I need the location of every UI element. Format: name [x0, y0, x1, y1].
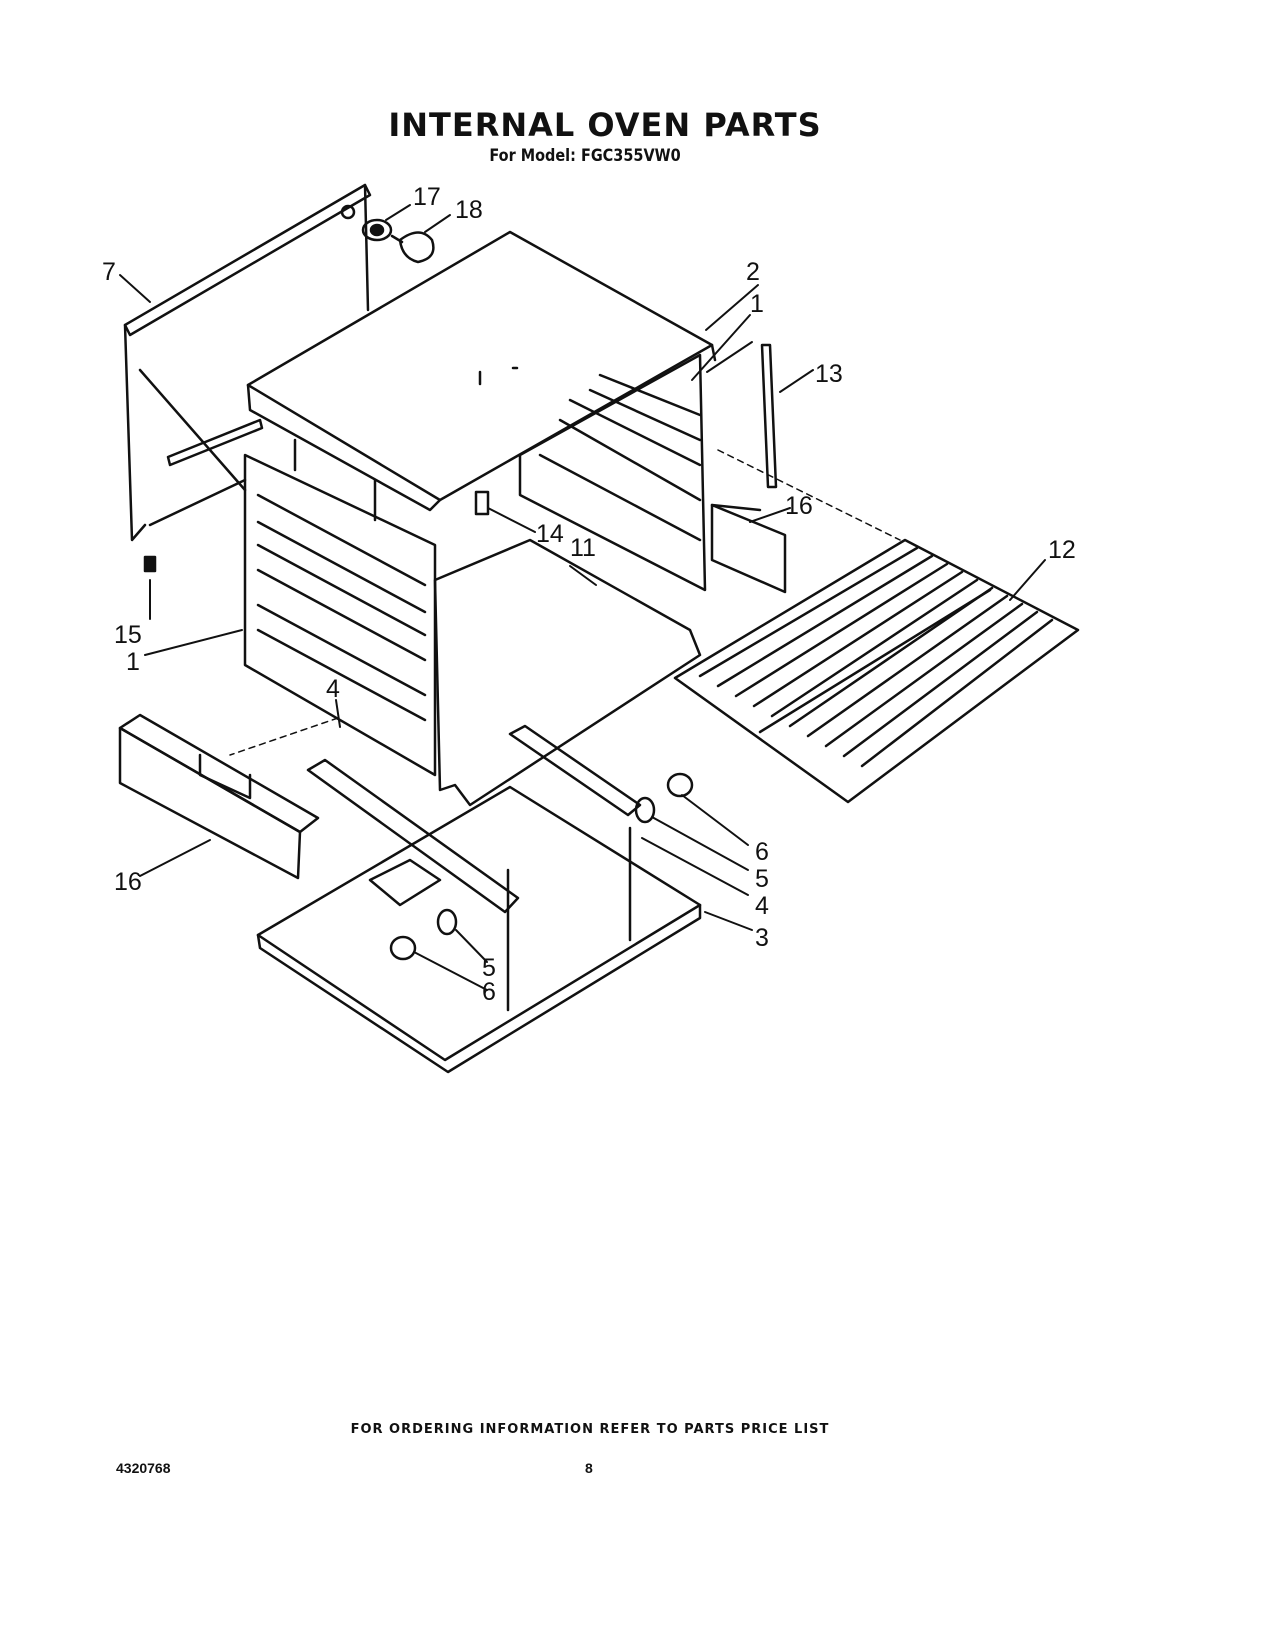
callout-16-lower: 16	[114, 868, 142, 896]
slide-rail-part-4	[306, 724, 642, 914]
trim-left-part-16	[118, 713, 320, 880]
lamp-bulb-part-18	[390, 231, 435, 264]
callout-2: 2	[746, 258, 760, 286]
page-number: 8	[585, 1460, 593, 1476]
callout-5-lower: 5	[482, 954, 496, 982]
callout-15: 15	[114, 621, 142, 649]
oven-rack-part-12	[673, 538, 1080, 804]
document-number: 4320768	[116, 1460, 171, 1476]
callout-6-upper: 6	[755, 838, 769, 866]
callout-11: 11	[570, 534, 596, 562]
oven-liner-part-2	[246, 230, 717, 512]
callout-labels: 17 18 7 2 1 13 16 14 11 12 15 1 4 6 5 4 …	[102, 183, 1076, 1006]
callout-12: 12	[1048, 536, 1076, 564]
rack-support-part-13	[760, 343, 778, 489]
knob-part-6	[389, 772, 694, 961]
model-subtitle: For Model: FGC355VW0	[489, 146, 681, 166]
bushing-part-5	[436, 796, 656, 936]
callout-13: 13	[815, 360, 843, 388]
screw-part-15	[143, 555, 157, 573]
callout-6-lower: 6	[482, 978, 496, 1006]
callout-14: 14	[536, 520, 564, 548]
callout-17: 17	[413, 183, 441, 211]
lamp-socket-part-17	[361, 218, 393, 242]
back-panel-part-7	[123, 183, 372, 542]
alignment-lines	[229, 449, 901, 756]
callout-1-upper: 1	[750, 290, 764, 318]
callout-18: 18	[455, 196, 483, 224]
callout-5-upper: 5	[755, 865, 769, 893]
ordering-info-note: FOR ORDERING INFORMATION REFER TO PARTS …	[350, 1422, 830, 1437]
callout-16-upper: 16	[785, 492, 813, 520]
page-title: INTERNAL OVEN PARTS	[388, 106, 822, 144]
callout-1-lower: 1	[126, 648, 140, 676]
callout-7: 7	[102, 258, 116, 286]
broiler-tray-part-3	[256, 785, 702, 1074]
clip-part-14	[474, 490, 490, 516]
side-panel-right-part-1	[518, 353, 707, 592]
leader-lines	[119, 204, 1046, 991]
trim-right-part-16	[710, 503, 787, 594]
callout-4-lower: 4	[755, 892, 769, 920]
callout-3: 3	[755, 924, 769, 952]
side-panel-left-part-1	[243, 438, 437, 777]
oven-bottom-part-11	[433, 538, 702, 807]
callout-4-upper: 4	[326, 675, 340, 703]
